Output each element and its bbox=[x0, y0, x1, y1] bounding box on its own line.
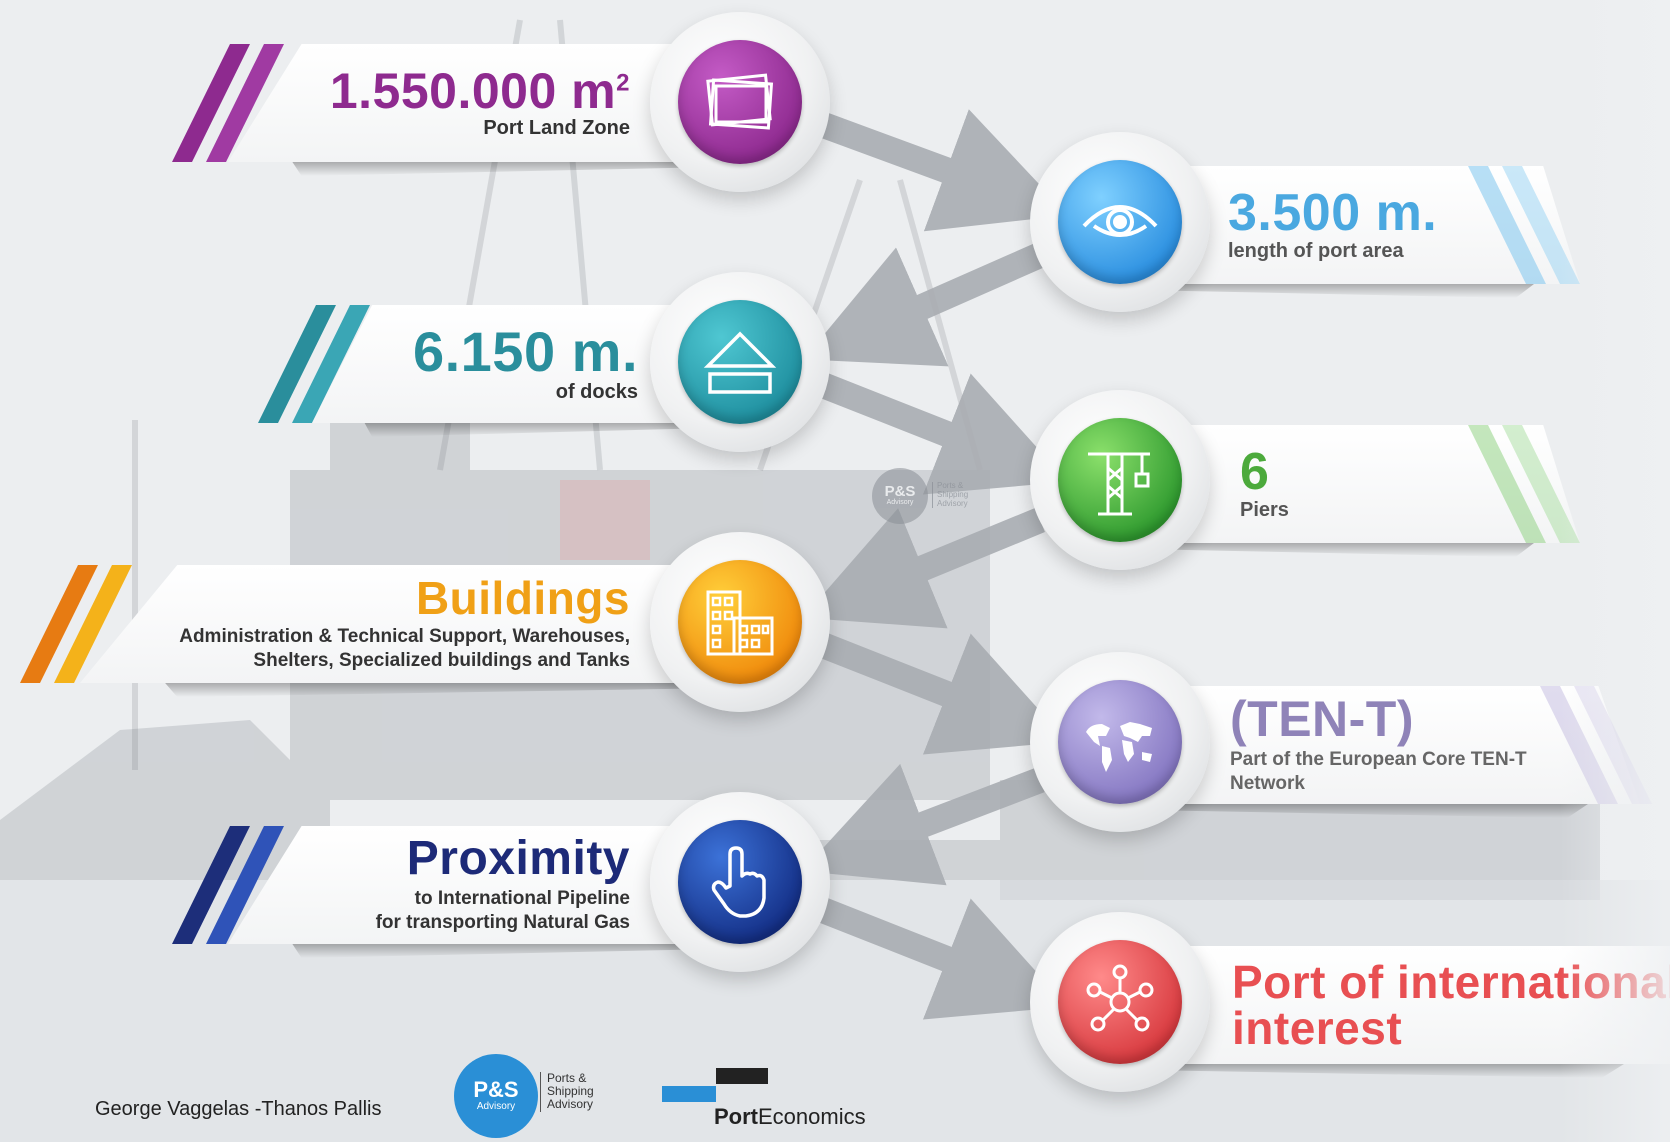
land-zone-value: 1.550.000 m bbox=[329, 62, 617, 119]
docks-label: of docks bbox=[555, 380, 638, 403]
proximity-banner: Proximity to International Pipeline for … bbox=[228, 826, 688, 958]
port-economics-logo: PortEconomics bbox=[662, 1068, 892, 1130]
world-map-icon bbox=[1086, 722, 1152, 772]
proximity-node bbox=[650, 792, 830, 972]
navy-stripes bbox=[172, 826, 284, 944]
port-economics-rest: Economics bbox=[758, 1104, 866, 1129]
buildings-icon bbox=[706, 590, 774, 656]
watermark-line1: Ports & bbox=[937, 481, 964, 490]
watermark-line2: Shipping bbox=[937, 489, 969, 499]
docks-banner: 6.150 m. of docks bbox=[312, 305, 688, 437]
ps-logo-line3: Advisory bbox=[547, 1097, 594, 1112]
watermark-line3: Advisory bbox=[937, 498, 968, 508]
piers-label: Piers bbox=[1240, 498, 1289, 521]
proximity-label-2: for transporting Natural Gas bbox=[375, 912, 630, 933]
docks-node bbox=[650, 272, 830, 452]
international-node bbox=[1030, 912, 1210, 1092]
piers-node bbox=[1030, 390, 1210, 570]
crane-icon bbox=[1088, 452, 1150, 516]
ten-t-value: (TEN-T) bbox=[1230, 691, 1414, 748]
watermark-sub: Advisory bbox=[886, 499, 914, 507]
ps-logo-sub: Advisory bbox=[476, 1101, 516, 1112]
dock-icon bbox=[703, 331, 777, 394]
buildings-label-2: Shelters, Specialized buildings and Tank… bbox=[253, 650, 630, 671]
ps-logo-line1: Ports & bbox=[547, 1071, 587, 1085]
watermark-text: Ports & Shipping Advisory bbox=[932, 481, 969, 509]
network-icon bbox=[1086, 964, 1154, 1032]
purple-stripes bbox=[172, 44, 284, 162]
buildings-banner: Buildings Administration & Technical Sup… bbox=[80, 565, 688, 697]
proximity-value: Proximity bbox=[406, 832, 630, 886]
footer-author: George Vaggelas -Thanos Pallis bbox=[95, 1098, 382, 1120]
ten-t-node bbox=[1030, 652, 1210, 832]
teal-stripes bbox=[258, 305, 370, 423]
port-economics-bold: Port bbox=[714, 1104, 758, 1129]
frames-icon bbox=[706, 73, 774, 130]
buildings-label: Administration & Technical Support, Ware… bbox=[179, 626, 630, 648]
proximity-label: to International Pipeline bbox=[414, 888, 630, 910]
land-zone-unit-sup: 2 bbox=[616, 68, 630, 96]
right-fade bbox=[1560, 0, 1670, 1142]
ps-logo-line2: Shipping bbox=[547, 1084, 594, 1099]
buildings-value: Buildings bbox=[415, 572, 630, 625]
land-zone-banner: 1.550.000 m2 Port Land Zone bbox=[228, 44, 688, 176]
buildings-node bbox=[650, 532, 830, 712]
ps-logo-brand: P&S bbox=[473, 1077, 519, 1102]
ten-t-label-2: Network bbox=[1230, 773, 1305, 794]
watermark-brand: P&S bbox=[884, 483, 916, 501]
length-node bbox=[1030, 132, 1210, 312]
ps-advisory-logo: P&S Advisory bbox=[454, 1054, 538, 1138]
docks-value: 6.150 m. bbox=[412, 319, 638, 383]
land-zone-label: Port Land Zone bbox=[483, 116, 630, 139]
orange-stripes bbox=[20, 565, 132, 683]
international-label: interest bbox=[1232, 1002, 1403, 1054]
land-zone-node bbox=[650, 12, 830, 192]
port-economics-bar-dark bbox=[716, 1068, 768, 1084]
length-value: 3.500 m. bbox=[1228, 183, 1438, 242]
ten-t-label: Part of the European Core TEN-T bbox=[1230, 749, 1527, 771]
piers-value: 6 bbox=[1240, 442, 1270, 501]
port-economics-wordmark: PortEconomics bbox=[714, 1104, 866, 1130]
ps-logo-text: Ports & Shipping Advisory bbox=[540, 1071, 594, 1112]
port-economics-bar-blue bbox=[662, 1086, 716, 1102]
eye-icon bbox=[1082, 205, 1158, 237]
pointing-hand-icon bbox=[711, 846, 766, 918]
ps-watermark-logo: P&S Advisory bbox=[872, 468, 928, 524]
length-label: length of port area bbox=[1228, 239, 1404, 262]
